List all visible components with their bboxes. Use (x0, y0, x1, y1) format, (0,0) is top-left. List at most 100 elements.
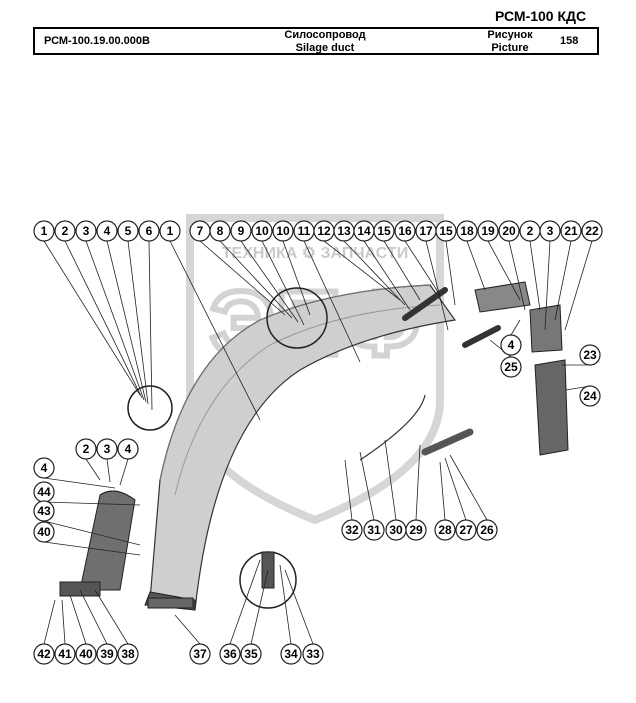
leader-line (343, 240, 406, 306)
callout-19: 19 (477, 220, 499, 242)
svg-text:38: 38 (121, 647, 135, 661)
svg-text:44: 44 (37, 485, 51, 499)
svg-text:3: 3 (83, 224, 90, 238)
leader-line (199, 240, 286, 316)
picture-label: Рисунок Picture (475, 29, 545, 55)
leader-line (279, 564, 292, 645)
svg-text:33: 33 (306, 647, 320, 661)
leader-line (510, 319, 521, 336)
svg-text:20: 20 (502, 224, 516, 238)
svg-text:22: 22 (585, 224, 599, 238)
callout-27: 27 (455, 519, 477, 541)
svg-text:13: 13 (337, 224, 351, 238)
leader-line (250, 569, 269, 645)
callout-3: 3 (75, 220, 97, 242)
svg-text:30: 30 (389, 523, 403, 537)
callout-38: 38 (117, 643, 139, 665)
leader-line (508, 240, 526, 311)
leader-line (284, 569, 314, 645)
svg-text:4: 4 (41, 461, 48, 475)
callout-32: 32 (341, 519, 363, 541)
leader-line (127, 240, 149, 405)
svg-text:14: 14 (357, 224, 371, 238)
callout-25: 25 (500, 356, 522, 378)
leader-line (43, 599, 56, 645)
svg-text:39: 39 (100, 647, 114, 661)
leader-line (43, 520, 141, 546)
leader-line (61, 599, 66, 645)
callout-10: 10 (272, 220, 294, 242)
leader-line (174, 614, 201, 645)
callout-4: 4 (117, 438, 139, 460)
callout-44: 44 (33, 481, 55, 503)
svg-text:2: 2 (62, 224, 69, 238)
svg-text:17: 17 (419, 224, 433, 238)
detail-circle-top (266, 287, 328, 349)
callout-24: 24 (579, 385, 601, 407)
svg-text:2: 2 (527, 224, 534, 238)
svg-text:26: 26 (480, 523, 494, 537)
svg-text:10: 10 (255, 224, 269, 238)
callout-39: 39 (96, 643, 118, 665)
svg-text:28: 28 (438, 523, 452, 537)
detail-circle-left (127, 385, 173, 431)
leader-line (404, 240, 441, 296)
leader-line (466, 240, 486, 291)
callout-13: 13 (333, 220, 355, 242)
svg-text:23: 23 (583, 348, 597, 362)
callout-31: 31 (363, 519, 385, 541)
svg-text:43: 43 (37, 504, 51, 518)
svg-text:18: 18 (460, 224, 474, 238)
callout-2: 2 (54, 220, 76, 242)
svg-text:15: 15 (439, 224, 453, 238)
callout-26: 26 (476, 519, 498, 541)
svg-text:40: 40 (79, 647, 93, 661)
leader-line (106, 458, 111, 483)
svg-text:36: 36 (223, 647, 237, 661)
svg-text:2: 2 (83, 442, 90, 456)
leader-line (229, 559, 261, 645)
callout-2: 2 (75, 438, 97, 460)
callout-8: 8 (209, 220, 231, 242)
leader-line (529, 240, 541, 311)
part-number: РСМ-100.19.00.000В (44, 35, 150, 47)
leader-line (106, 240, 147, 403)
callout-18: 18 (456, 220, 478, 242)
leader-line (43, 477, 116, 489)
deflector-hood (59, 490, 136, 597)
leader-line (43, 541, 141, 556)
callout-3: 3 (539, 220, 561, 242)
callout-1: 1 (159, 220, 181, 242)
callout-9: 9 (230, 220, 252, 242)
callout-4: 4 (96, 220, 118, 242)
leader-line (544, 240, 551, 331)
leader-line (119, 458, 129, 486)
svg-text:6: 6 (146, 224, 153, 238)
callout-16: 16 (394, 220, 416, 242)
svg-text:9: 9 (238, 224, 245, 238)
leader-line (94, 589, 129, 645)
callout-10: 10 (251, 220, 273, 242)
callout-34: 34 (280, 643, 302, 665)
callout-36: 36 (219, 643, 241, 665)
svg-text:37: 37 (193, 647, 207, 661)
callout-7: 7 (189, 220, 211, 242)
svg-text:42: 42 (37, 647, 51, 661)
svg-text:11: 11 (298, 224, 311, 238)
leader-line (323, 240, 401, 301)
callout-15: 15 (373, 220, 395, 242)
svg-text:7: 7 (197, 224, 204, 238)
leader-line (444, 457, 467, 521)
leader-line (383, 240, 421, 301)
svg-text:3: 3 (547, 224, 554, 238)
callout-42: 42 (33, 643, 55, 665)
callout-4: 4 (33, 457, 55, 479)
callout-20: 20 (498, 220, 520, 242)
watermark-text: ТЕХНИКА ⚙ ЗАПЧАСТИ (222, 245, 408, 262)
svg-text:10: 10 (276, 224, 290, 238)
svg-text:35: 35 (244, 647, 258, 661)
svg-text:19: 19 (481, 224, 495, 238)
svg-text:21: 21 (564, 224, 578, 238)
side-plates (474, 281, 569, 456)
